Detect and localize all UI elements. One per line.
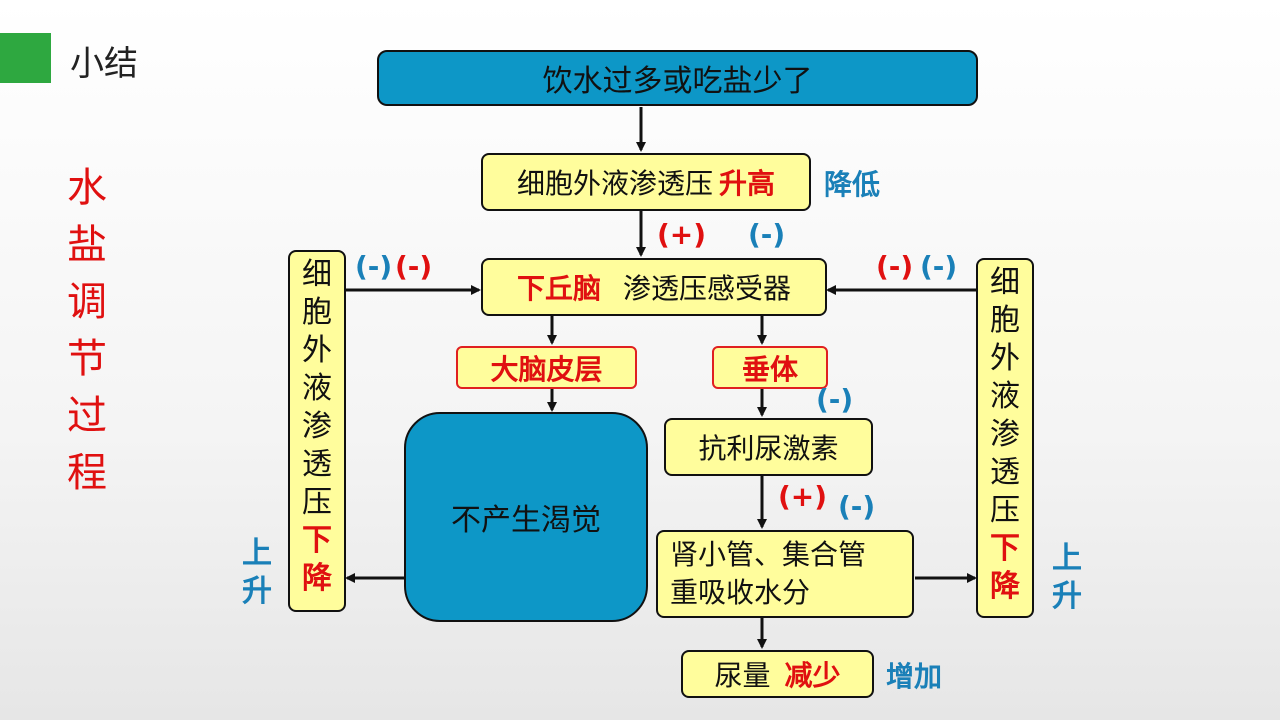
left-column-char: 液 bbox=[302, 371, 332, 406]
right-column-char: 外 bbox=[990, 341, 1020, 376]
left-column-change: 降 bbox=[302, 561, 332, 596]
sign-plus-kidney: (+) bbox=[778, 480, 828, 513]
urine-label: 尿量 bbox=[714, 659, 771, 692]
page-title: 小结 bbox=[70, 44, 138, 84]
side-title-char: 调 bbox=[67, 279, 107, 325]
urine-alt: 增加 bbox=[886, 660, 943, 693]
right-column-char: 胞 bbox=[990, 303, 1020, 338]
osmotic-pressure-alt: 降低 bbox=[824, 168, 881, 201]
hypothalamus-box: 下丘脑 渗透压感受器 bbox=[481, 258, 827, 316]
kidney-line2: 重吸收水分 bbox=[670, 576, 811, 609]
pituitary-label: 垂体 bbox=[741, 352, 798, 386]
left-column-alt-char: 上 bbox=[242, 536, 272, 571]
no-thirst-label: 不产生渴觉 bbox=[451, 503, 601, 538]
right-osmotic-column: 细 胞 外 液 渗 透 压 下 降 bbox=[976, 258, 1034, 618]
left-column-alt-char: 升 bbox=[242, 574, 272, 609]
left-column-alt: 上 升 bbox=[240, 535, 274, 611]
sign-plus-osmotic: (+) bbox=[657, 218, 707, 251]
right-column-alt-char: 升 bbox=[1052, 579, 1082, 614]
sign-minus-right-blue: (-) bbox=[920, 250, 958, 283]
right-column-char: 细 bbox=[990, 265, 1020, 300]
cerebral-cortex-label: 大脑皮层 bbox=[490, 352, 603, 386]
cerebral-cortex-box: 大脑皮层 bbox=[456, 346, 637, 389]
left-column-char: 外 bbox=[302, 333, 332, 368]
right-column-alt-char: 上 bbox=[1052, 541, 1082, 576]
left-column-change: 下 bbox=[302, 523, 332, 558]
osmotic-pressure-box: 细胞外液渗透压 升高 bbox=[481, 153, 811, 211]
side-title-char: 节 bbox=[67, 336, 107, 382]
kidney-line1: 肾小管、集合管 bbox=[670, 538, 867, 571]
kidney-box: 肾小管、集合管 重吸收水分 bbox=[656, 530, 914, 618]
osmotic-pressure-text: 细胞外液渗透压 bbox=[516, 167, 713, 200]
pituitary-box: 垂体 bbox=[712, 346, 828, 389]
side-title-char: 水 bbox=[67, 165, 107, 211]
no-thirst-box: 不产生渴觉 bbox=[404, 412, 648, 622]
title-accent-bar bbox=[0, 33, 51, 83]
sign-minus-osmotic: (-) bbox=[748, 218, 786, 251]
osmoreceptor-label: 渗透压感受器 bbox=[623, 272, 792, 305]
urine-box: 尿量 减少 bbox=[681, 650, 874, 698]
side-title-char: 盐 bbox=[67, 222, 107, 268]
sign-minus-left-red: (-) bbox=[395, 250, 433, 283]
start-condition-text: 饮水过多或吃盐少了 bbox=[542, 64, 813, 99]
start-condition-box: 饮水过多或吃盐少了 bbox=[377, 50, 978, 106]
right-column-char: 液 bbox=[990, 379, 1020, 414]
right-column-alt: 上 升 bbox=[1050, 540, 1084, 616]
sign-minus-right-red: (-) bbox=[876, 250, 914, 283]
adh-label: 抗利尿激素 bbox=[698, 432, 839, 465]
hypothalamus-label: 下丘脑 bbox=[516, 272, 601, 305]
sign-minus-adh: (-) bbox=[816, 383, 854, 416]
right-column-change: 降 bbox=[990, 569, 1020, 604]
side-title-char: 程 bbox=[67, 450, 107, 496]
right-column-char: 透 bbox=[990, 455, 1020, 490]
sign-minus-left-blue: (-) bbox=[355, 250, 393, 283]
left-osmotic-column: 细 胞 外 液 渗 透 压 下 降 bbox=[288, 250, 346, 612]
adh-box: 抗利尿激素 bbox=[664, 418, 873, 476]
right-column-char: 压 bbox=[990, 493, 1020, 528]
osmotic-pressure-change: 升高 bbox=[719, 167, 776, 200]
urine-change: 减少 bbox=[784, 659, 841, 692]
left-column-char: 胞 bbox=[302, 295, 332, 330]
side-title-char: 过 bbox=[67, 393, 107, 439]
left-column-char: 渗 bbox=[302, 409, 332, 444]
sign-minus-kidney: (-) bbox=[838, 490, 876, 523]
right-column-change: 下 bbox=[990, 531, 1020, 566]
left-column-char: 细 bbox=[302, 257, 332, 292]
left-column-char: 压 bbox=[302, 485, 332, 520]
left-column-char: 透 bbox=[302, 447, 332, 482]
right-column-char: 渗 bbox=[990, 417, 1020, 452]
side-title: 水 盐 调 节 过 程 bbox=[62, 160, 112, 502]
